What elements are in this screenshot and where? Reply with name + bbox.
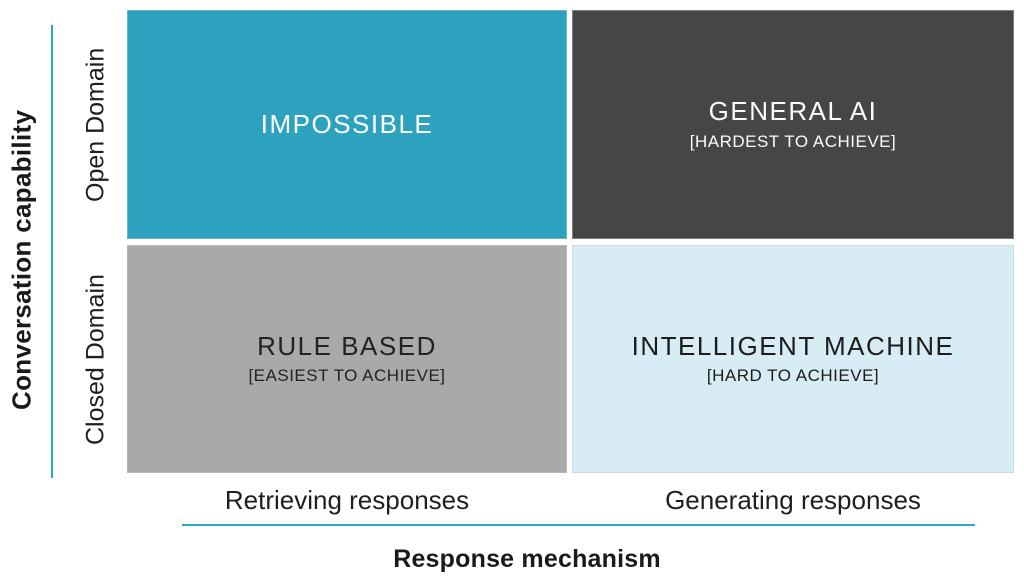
quadrant-sublabel: [EASIEST TO ACHIEVE] xyxy=(248,366,446,386)
x-axis-label-generating: Generating responses xyxy=(665,485,921,515)
y-axis-line xyxy=(51,25,53,478)
x-axis-label-retrieving: Retrieving responses xyxy=(224,485,470,515)
y-axis-label-closed-domain: Closed Domain xyxy=(81,274,110,445)
x-axis-title: Response mechanism xyxy=(393,545,661,573)
quadrant-label: INTELLIGENT MACHINE xyxy=(631,330,955,361)
quadrant-grid: IMPOSSIBLE GENERAL AI [HARDEST TO ACHIEV… xyxy=(127,10,1014,473)
quadrant-general-ai: GENERAL AI [HARDEST TO ACHIEVE] xyxy=(572,10,1014,239)
quadrant-impossible: IMPOSSIBLE xyxy=(127,10,567,239)
quadrant-label: IMPOSSIBLE xyxy=(260,108,434,139)
quadrant-label: RULE BASED xyxy=(257,330,437,361)
quadrant-intelligent-machine: INTELLIGENT MACHINE [HARD TO ACHIEVE] xyxy=(572,245,1014,473)
y-axis-title: Conversation capability xyxy=(6,109,37,411)
y-axis-label-open-domain: Open Domain xyxy=(81,47,110,202)
quadrant-sublabel: [HARDEST TO ACHIEVE] xyxy=(689,131,897,151)
quadrant-rule-based: RULE BASED [EASIEST TO ACHIEVE] xyxy=(127,245,567,473)
quadrant-sublabel: [HARD TO ACHIEVE] xyxy=(706,366,880,386)
x-axis-line xyxy=(182,524,975,526)
quadrant-label: GENERAL AI xyxy=(708,96,878,127)
